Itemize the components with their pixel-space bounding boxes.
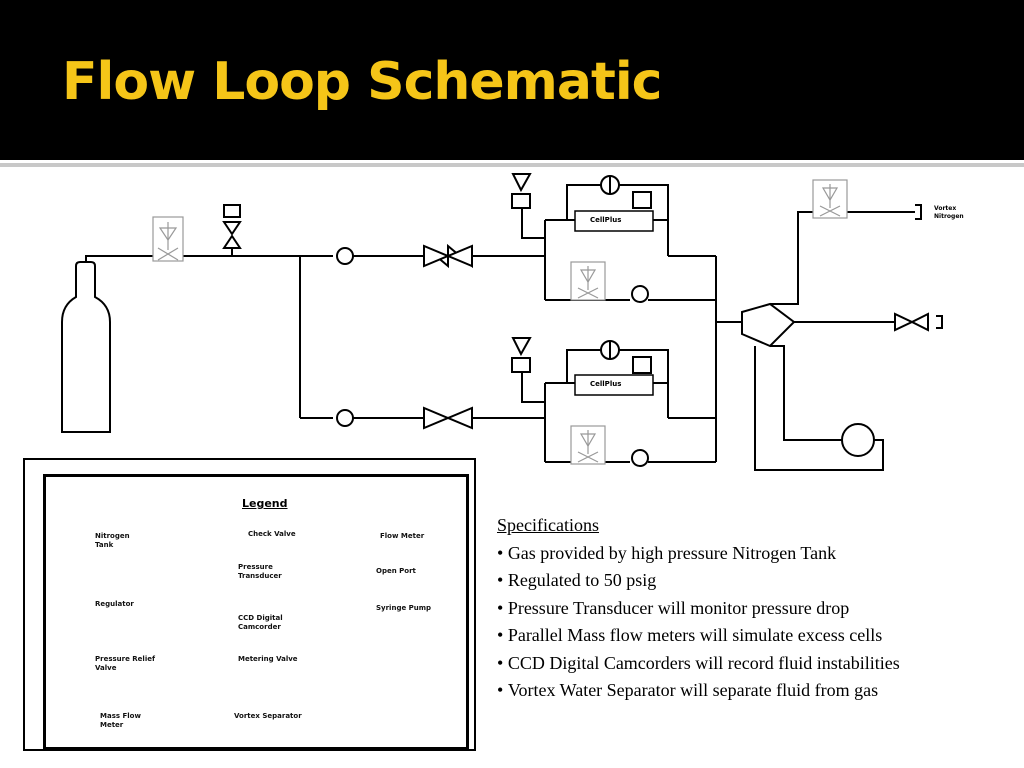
specifications-text: Specifications Gas provided by high pres… <box>497 512 1017 705</box>
lower-branch <box>336 300 717 467</box>
legend-title: Legend <box>242 497 288 510</box>
legend-box: Legend <box>43 474 469 750</box>
legend-label-metering-valve: Metering Valve <box>238 655 298 663</box>
upper-branch <box>336 173 717 303</box>
supply-line <box>85 255 333 419</box>
legend-label-flow-meter: Flow Meter <box>380 532 425 540</box>
vortex-separator-icon <box>716 204 943 471</box>
legend-label-camcorder: CCD Digital Camcorder <box>238 614 283 631</box>
legend-label-relief-valve: Pressure Relief Valve <box>95 655 156 672</box>
legend-label-check-valve: Check Valve <box>248 530 296 538</box>
spec-item: Parallel Mass flow meters will simulate … <box>497 622 1017 650</box>
regulator-icon <box>152 216 184 262</box>
legend-label-nitrogen-tank: Nitrogen Tank <box>95 532 130 549</box>
pressure-relief-valve-icon <box>222 204 242 256</box>
lower-metering-valve-icon <box>570 425 606 465</box>
legend-label-regulator: Regulator <box>95 600 134 608</box>
title-bar: Flow Loop Schematic <box>0 0 1024 160</box>
legend-frame: Legend <box>23 458 476 751</box>
title-divider <box>0 163 1024 167</box>
legend-label-pressure-transducer: Pressure Transducer <box>238 563 282 580</box>
legend-label-syringe-pump: Syringe Pump <box>376 604 432 612</box>
legend-label-open-port: Open Port <box>376 567 416 575</box>
spec-item: Pressure Transducer will monitor pressur… <box>497 595 1017 623</box>
outlet-regulator-icon <box>812 179 848 219</box>
legend-label-mass-flow-meter: Mass Flow Meter <box>100 712 141 729</box>
legend-label-vortex-separator: Vortex Separator <box>234 712 302 720</box>
outlet-label: Vortex Nitrogen <box>934 205 964 220</box>
specifications-list: Gas provided by high pressure Nitrogen T… <box>497 540 1017 705</box>
spec-item: Gas provided by high pressure Nitrogen T… <box>497 540 1017 568</box>
cell-label-lower: CellPlus <box>590 380 622 388</box>
upper-metering-valve-icon <box>570 261 606 301</box>
spec-item: Vortex Water Separator will separate flu… <box>497 677 1017 705</box>
slide-title: Flow Loop Schematic <box>62 52 662 112</box>
spec-item: Regulated to 50 psig <box>497 567 1017 595</box>
nitrogen-tank-icon <box>61 261 111 433</box>
cell-label-upper: CellPlus <box>590 216 622 224</box>
specifications-heading: Specifications <box>497 515 599 535</box>
spec-item: CCD Digital Camcorders will record fluid… <box>497 650 1017 678</box>
